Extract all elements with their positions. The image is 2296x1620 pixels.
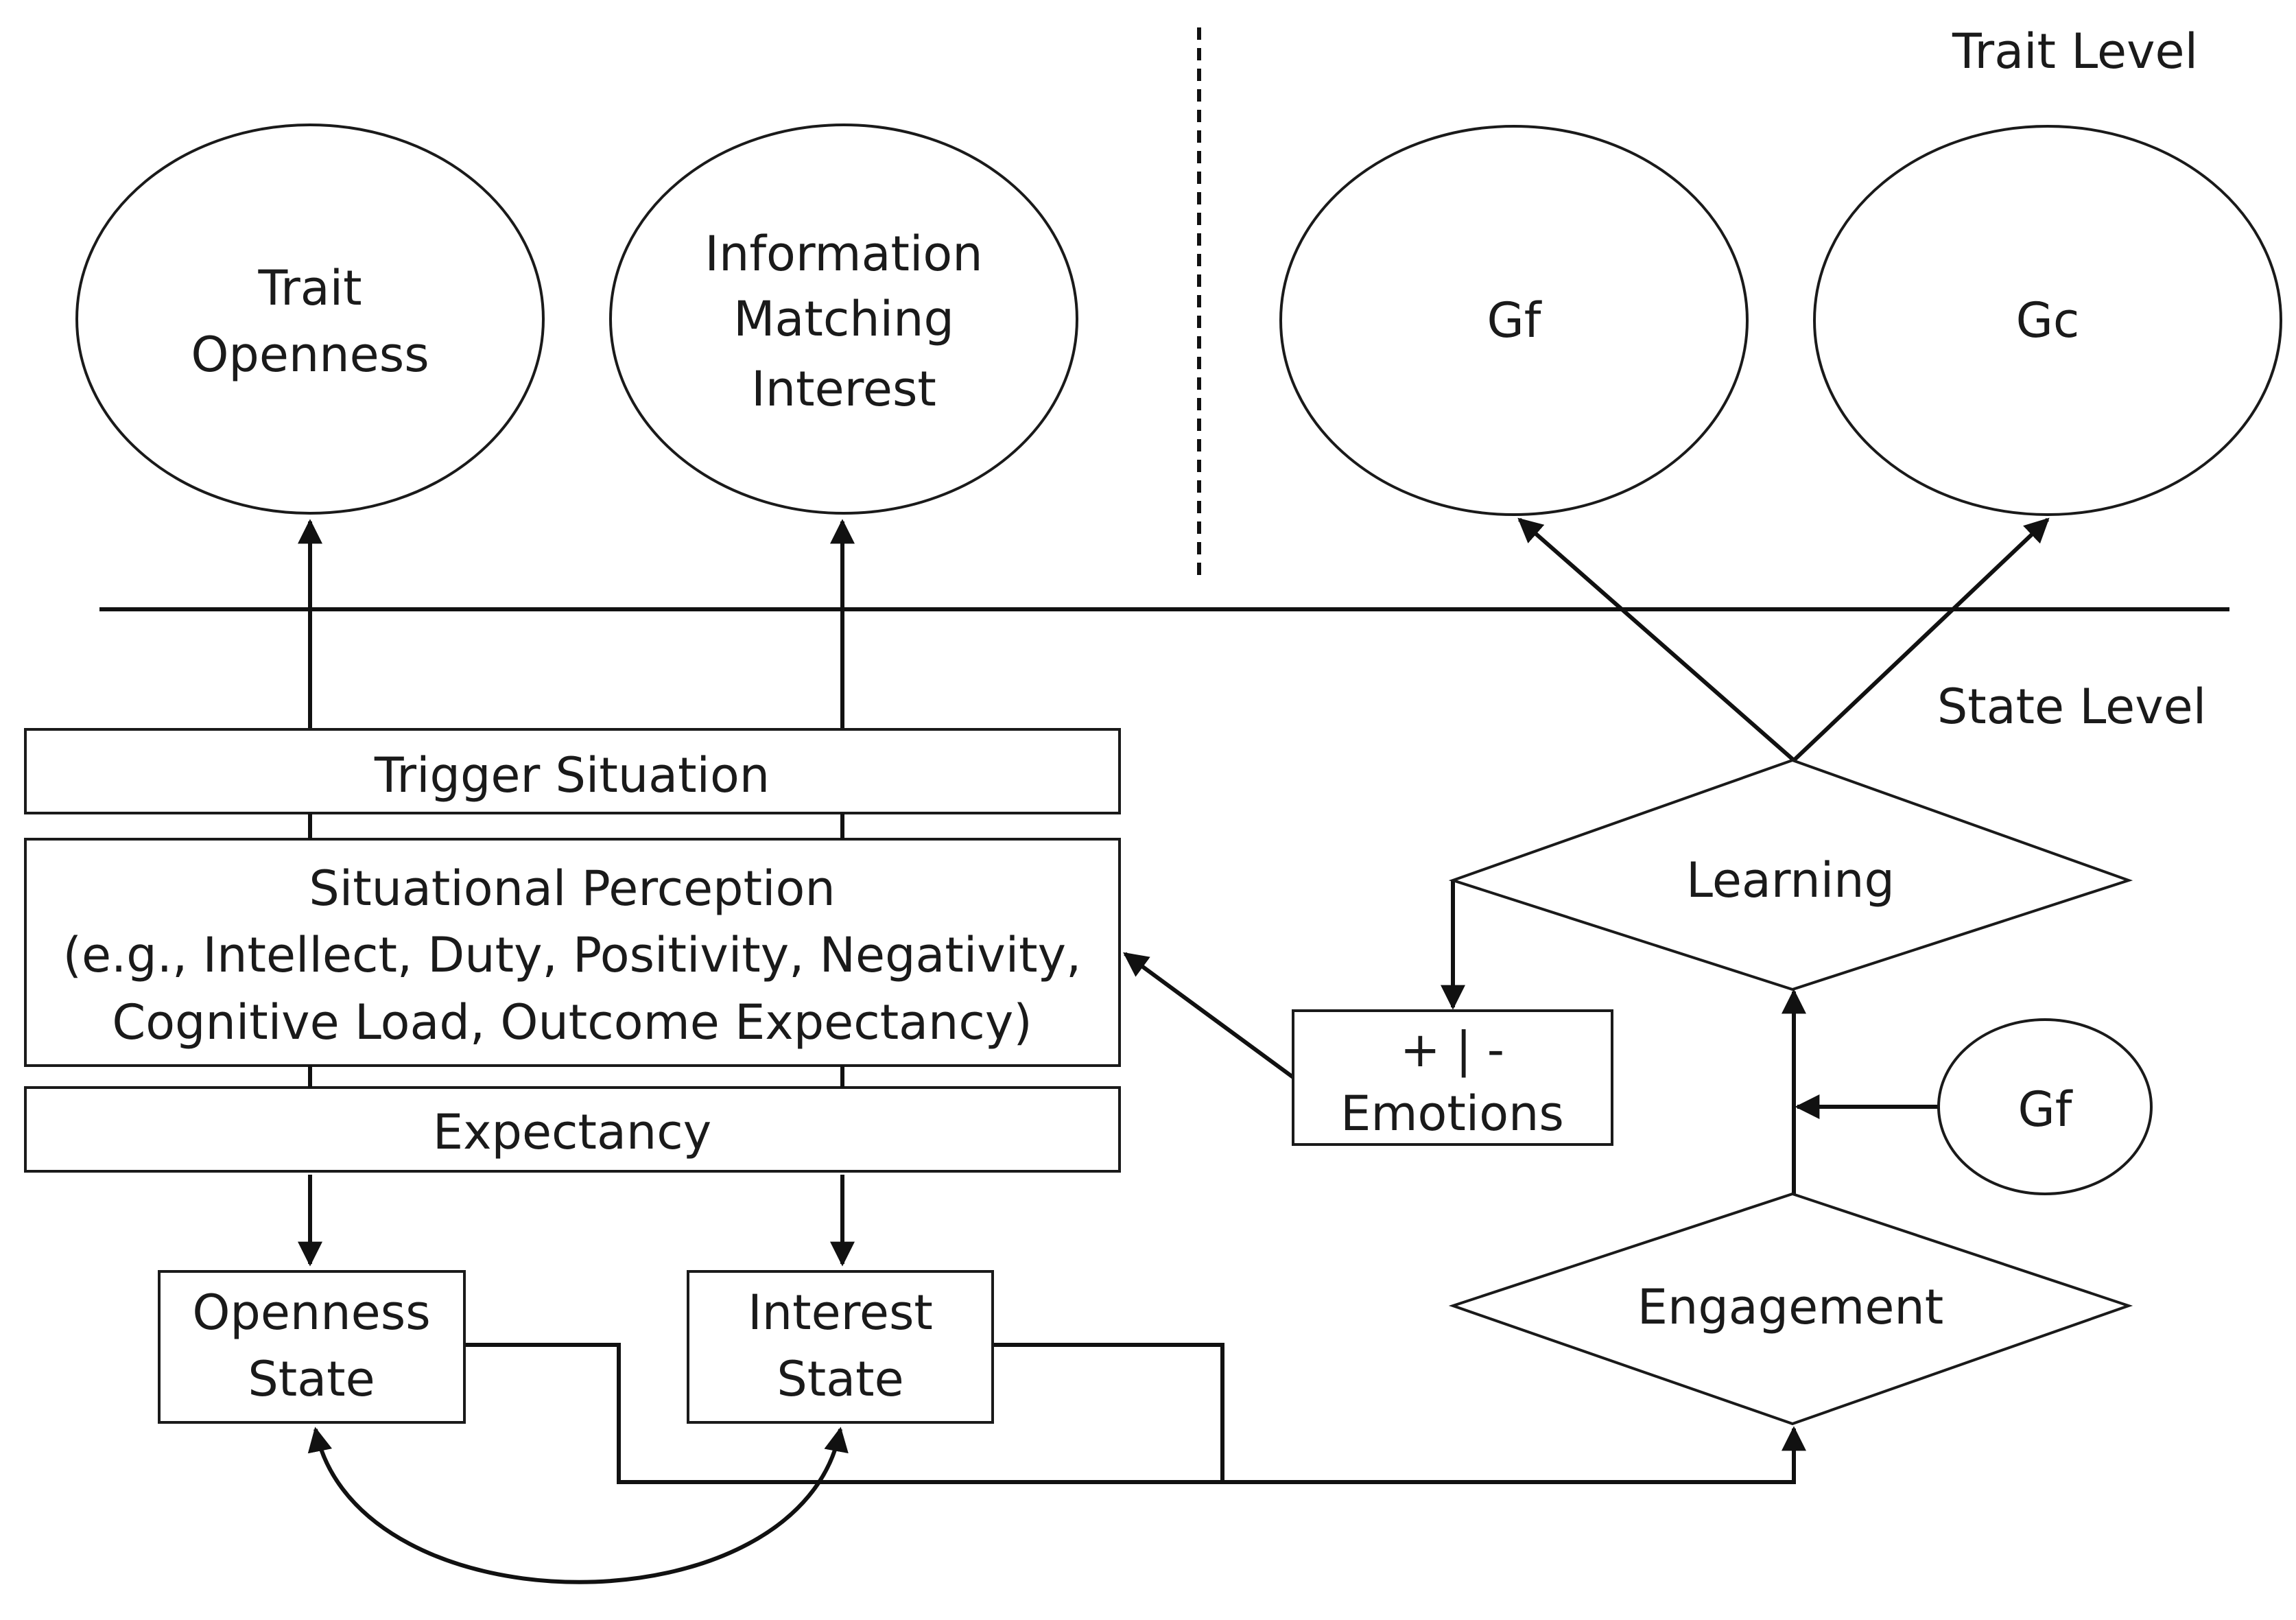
trait-gc-node: Gc [1813, 125, 2282, 516]
perception-label-line1: Situational Perception [309, 860, 835, 917]
trait-gf-label: Gf [1487, 292, 1542, 349]
trait-level-label: Trait Level [1952, 23, 2198, 80]
learning-label: Learning [1686, 852, 1895, 908]
arrow-emotions-to-perception [1123, 952, 1294, 1079]
emotions-box: + | - Emotions [1292, 1009, 1613, 1146]
arrow-learning-to-gf [1517, 517, 1795, 762]
openness-state-label-line1: Openness [192, 1284, 430, 1341]
emotions-label: Emotions [1340, 1085, 1564, 1142]
arrow-learning-to-gc [1792, 517, 2050, 762]
expectancy-label: Expectancy [433, 1104, 711, 1160]
emotions-valence-label: + | - [1400, 1022, 1504, 1078]
trait-gc-label: Gc [2016, 292, 2080, 349]
info-interest-label-line2: Matching [733, 291, 954, 347]
trigger-situation-box: Trigger Situation [24, 728, 1121, 814]
perception-label-line3: Cognitive Load, Outcome Expectancy) [112, 994, 1032, 1050]
state-gf-label: Gf [2018, 1081, 2073, 1138]
interest-state-to-engagement-line [993, 1343, 1224, 1482]
interest-state-box: Interest State [687, 1270, 994, 1424]
openness-state-to-engagement-line [464, 1343, 1794, 1484]
trait-gf-node: Gf [1279, 125, 1749, 516]
state-gf-node: Gf [1937, 1018, 2153, 1195]
interest-state-label-line2: State [777, 1351, 903, 1407]
interest-state-label-line1: Interest [748, 1284, 933, 1341]
situational-perception-box: Situational Perception (e.g., Intellect,… [24, 838, 1121, 1067]
openness-state-box: Openness State [158, 1270, 466, 1424]
trait-openness-label-line2: Openness [191, 327, 429, 383]
learning-diamond: Learning [1448, 758, 2133, 991]
expectancy-box: Expectancy [24, 1086, 1121, 1173]
perception-label-line2: (e.g., Intellect, Duty, Positivity, Nega… [63, 927, 1082, 983]
trigger-situation-label: Trigger Situation [374, 747, 770, 803]
trait-openness-node: Trait Openness [75, 124, 545, 515]
engagement-diamond: Engagement [1448, 1192, 2133, 1426]
state-reciprocal-arc [307, 1427, 849, 1584]
info-interest-label-line3: Interest [751, 361, 936, 417]
info-interest-label-line1: Information [705, 226, 982, 282]
openness-state-label-line2: State [248, 1351, 375, 1407]
trait-openness-label-line1: Trait [257, 260, 362, 316]
state-level-label: State Level [1937, 679, 2206, 735]
engagement-label: Engagement [1637, 1279, 1944, 1335]
information-matching-interest-node: Information Matching Interest [609, 124, 1078, 515]
